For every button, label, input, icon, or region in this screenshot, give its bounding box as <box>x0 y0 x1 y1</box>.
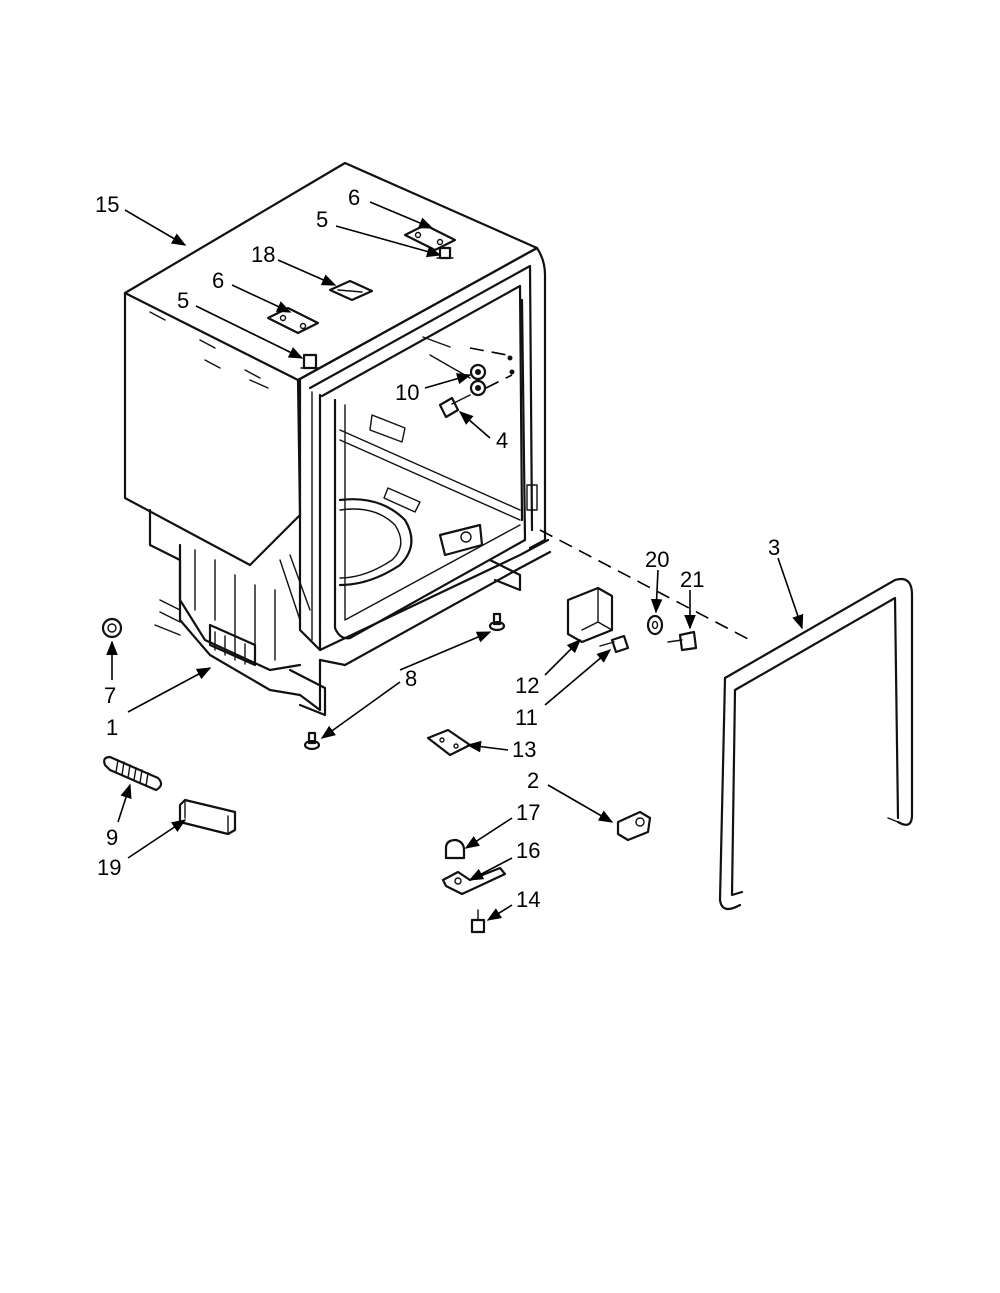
part-11-screw <box>599 634 630 654</box>
part-19-cover <box>178 798 237 836</box>
part-9-spring <box>103 755 163 792</box>
part-12-bracket <box>566 586 614 644</box>
part-5-top-screw <box>436 246 454 260</box>
callout-17: 17 <box>516 800 540 825</box>
part-8-leg-left <box>303 731 321 751</box>
part-21-screw <box>667 630 698 652</box>
callout-5-top: 5 <box>316 207 328 232</box>
callout-13: 13 <box>512 737 536 762</box>
callout-9: 9 <box>106 825 118 850</box>
part-18-label <box>328 279 374 302</box>
callout-6-left: 6 <box>212 268 224 293</box>
part-4-bolt <box>438 394 471 419</box>
callout-labels: 15 6 5 18 6 5 10 4 3 20 21 7 1 8 12 11 1… <box>95 185 780 912</box>
callout-6-top: 6 <box>348 185 360 210</box>
callout-8: 8 <box>405 666 417 691</box>
callout-16: 16 <box>516 838 540 863</box>
tub-assembly <box>123 161 552 717</box>
callout-18: 18 <box>251 242 275 267</box>
part-13-plate <box>426 728 472 757</box>
part-5-left-screw <box>300 353 320 370</box>
part-16-bracket <box>441 866 507 896</box>
callout-21: 21 <box>680 567 704 592</box>
part-8-leg-right <box>488 612 506 632</box>
part-3-door-gasket <box>718 577 914 911</box>
callout-5-left: 5 <box>177 288 189 313</box>
part-14-screw <box>470 909 486 934</box>
callout-2: 2 <box>527 768 539 793</box>
callout-4: 4 <box>496 428 508 453</box>
part-17-nut <box>444 838 466 860</box>
part-10-grommets <box>469 347 515 397</box>
callout-12: 12 <box>515 673 539 698</box>
callout-3: 3 <box>768 535 780 560</box>
callout-11: 11 <box>515 705 538 730</box>
callout-14: 14 <box>516 887 540 912</box>
part-20-washer <box>646 614 664 636</box>
callout-19: 19 <box>97 855 121 880</box>
part-6-left-bracket <box>266 306 320 335</box>
part-6-top-bracket <box>403 223 457 252</box>
callout-7: 7 <box>104 683 116 708</box>
callout-20: 20 <box>645 547 669 572</box>
callout-15: 15 <box>95 192 119 217</box>
callout-1: 1 <box>106 715 118 740</box>
part-7-nut <box>101 617 123 639</box>
callout-10: 10 <box>395 380 419 405</box>
alignment-dash-line <box>539 529 751 641</box>
part-2-clip <box>616 810 652 842</box>
leader-lines <box>106 201 804 921</box>
